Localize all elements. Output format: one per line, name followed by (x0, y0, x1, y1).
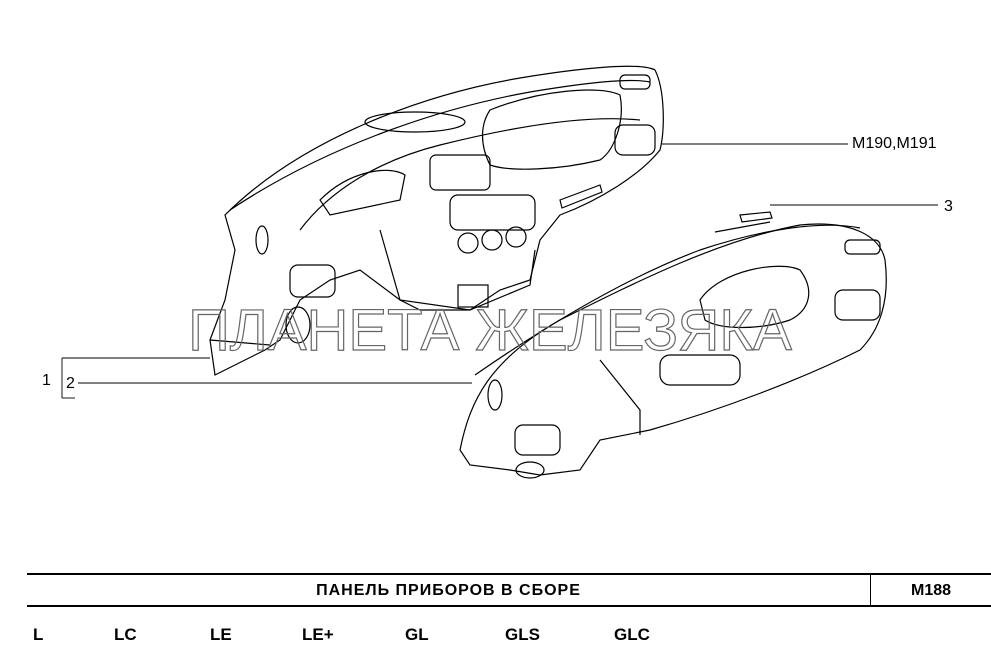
variant-label: L (33, 625, 44, 644)
watermark-text: ПЛАНЕТА ЖЕЛЕЗЯКА (188, 298, 792, 363)
assembly-code: M188 (910, 582, 952, 599)
assembly-title: ПАНЕЛЬ ПРИБОРОВ В СБОРЕ (316, 582, 581, 599)
callout-main-part: M190,M191 (852, 135, 937, 152)
leader-lines (61, 143, 938, 399)
variant-label: LE (210, 625, 232, 644)
table-divider (870, 573, 871, 607)
callout-1: 1 (42, 372, 51, 389)
callout-2: 2 (66, 375, 75, 392)
table-top-rule (27, 573, 991, 575)
dashboard-frame (459, 211, 887, 479)
variant-label: LC (114, 625, 137, 644)
variant-label: LE+ (302, 625, 334, 644)
variant-label: GL (405, 625, 429, 644)
variant-label: GLS (505, 625, 540, 644)
variant-label: GLC (614, 625, 650, 644)
callout-3: 3 (944, 198, 953, 215)
dashboard-assembled (209, 65, 664, 376)
table-bottom-rule (27, 605, 991, 607)
